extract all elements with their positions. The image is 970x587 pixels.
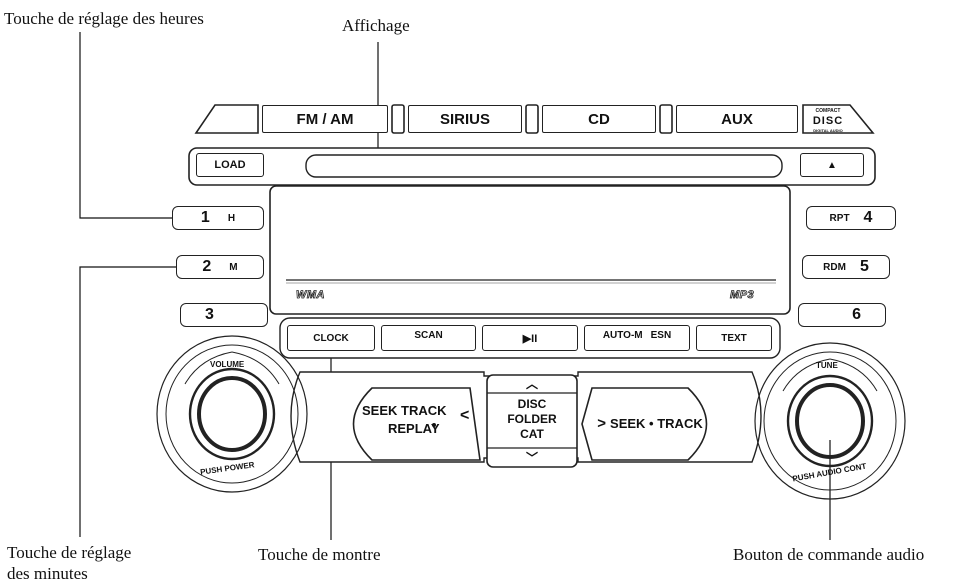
cd-logo-line3: DIGITAL AUDIO (813, 128, 843, 133)
volume-knob-drawing (156, 335, 308, 493)
display-callout: Affichage (342, 16, 410, 35)
scan-label: SCAN (414, 330, 443, 341)
minute-button-callout-line1: Touche de réglage (7, 543, 132, 562)
aux-button[interactable]: AUX (676, 105, 798, 133)
preset-2-minute-button[interactable]: 2 M (176, 255, 264, 279)
volume-knob[interactable] (190, 369, 274, 459)
minute-button-callout-line2: des minutes (7, 564, 88, 583)
seek-right-label: SEEK • TRACK (610, 415, 703, 431)
rocker-down-button[interactable]: ﹀ (525, 451, 538, 465)
rdm-label: RDM (823, 261, 846, 273)
audio-knob-callout: Bouton de commande audio (733, 545, 925, 564)
seek-left-line1: SEEK TRACK (362, 403, 447, 418)
audio-control-knob[interactable] (788, 376, 872, 466)
preset-6-button[interactable]: 6 (798, 303, 886, 327)
hour-button-leader (79, 32, 172, 219)
wma-logo: WMA (296, 289, 325, 302)
scan-button[interactable]: SCAN (381, 325, 476, 351)
minute-button-leader (79, 266, 176, 537)
sirius-button[interactable]: SIRIUS (408, 105, 522, 133)
seek-left-line2: REPLAY (388, 421, 440, 436)
minute-label: M (229, 261, 238, 273)
hour-label: H (227, 212, 236, 224)
clock-button[interactable]: CLOCK (287, 325, 375, 351)
cat-label: CAT (520, 427, 544, 441)
center-rocker-shape (486, 374, 578, 468)
preset-1-hour-button[interactable]: 1 H (172, 206, 264, 230)
fm-am-button[interactable]: FM / AM (262, 105, 388, 133)
rpt-label: RPT (829, 212, 850, 224)
load-button[interactable]: LOAD (196, 153, 264, 177)
mp3-logo: MP3 (730, 289, 755, 302)
play-pause-button[interactable]: ▶II (482, 325, 578, 351)
text-button[interactable]: TEXT (696, 325, 772, 351)
eject-button[interactable]: ▲ (800, 153, 864, 177)
seek-right-button-shape (581, 387, 708, 461)
preset-2-number: 2 (202, 258, 212, 275)
preset-6-number: 6 (852, 306, 861, 323)
clock-button-callout: Touche de montre (258, 545, 381, 564)
preset-4-rpt-button[interactable]: RPT 4 (806, 206, 896, 230)
preset-3-button[interactable]: 3 (180, 303, 268, 327)
tune-label: TUNE (816, 361, 838, 370)
tune-knob-drawing (754, 342, 906, 500)
auto-m-label: AUTO-M (602, 330, 643, 341)
seek-left-arrow: < (460, 407, 470, 424)
disc-label: DISC (517, 397, 547, 411)
cd-button[interactable]: CD (542, 105, 656, 133)
preset-4-number: 4 (863, 209, 873, 226)
cd-logo-line1: COMPACT (815, 108, 841, 114)
esn-label: ESN (650, 330, 672, 341)
seek-track-replay-button[interactable]: SEEK TRACK REPLAY < (360, 401, 478, 449)
cd-logo-frame (802, 104, 875, 134)
auto-m-esn-button[interactable]: AUTO-M ESN (584, 325, 690, 351)
disc-folder-cat-button[interactable]: DISC FOLDER CAT (487, 395, 577, 449)
source-strip-left-cap (194, 104, 259, 134)
cd-logo: COMPACT DISC DIGITAL AUDIO (810, 107, 846, 135)
cd-logo-line2: DISC (812, 115, 844, 127)
preset-3-number: 3 (205, 306, 214, 323)
volume-label: VOLUME (210, 360, 245, 369)
folder-label: FOLDER (507, 412, 557, 426)
preset-5-rdm-button[interactable]: RDM 5 (802, 255, 890, 279)
preset-1-number: 1 (200, 209, 210, 226)
seek-right-arrow: > (597, 414, 607, 432)
preset-5-number: 5 (859, 258, 869, 275)
display-window (269, 185, 791, 315)
seek-left-button-shape (352, 387, 481, 461)
cd-slot (305, 154, 783, 178)
hour-button-callout: Touche de réglage des heures (4, 9, 204, 28)
rocker-up-button[interactable]: ︿ (525, 377, 538, 391)
seek-track-forward-button[interactable]: > SEEK • TRACK (588, 411, 712, 435)
